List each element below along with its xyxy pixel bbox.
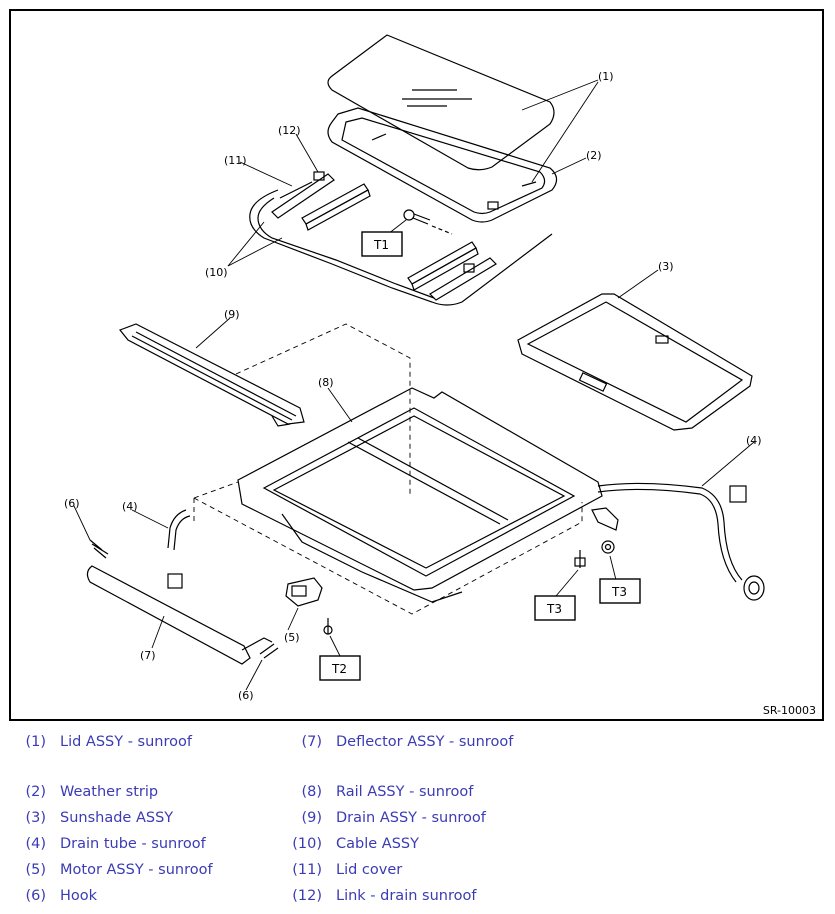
callout-5: (5) <box>284 631 300 644</box>
drain-tube-right <box>591 482 765 601</box>
sunroof-exploded-diagram: (1) (2) (3) (4) (4) (6) (6) (7) (8) (9) … <box>64 34 765 702</box>
legend-label: Link - drain sunroof <box>336 888 477 904</box>
legend-number: (9) <box>301 810 322 826</box>
legend-number: (5) <box>25 862 46 878</box>
sunshade-assy <box>517 293 753 431</box>
legend-number: (8) <box>301 784 322 800</box>
weather-strip <box>327 107 558 223</box>
callout-4-right: (4) <box>746 434 762 447</box>
bolt-t1 <box>403 209 431 225</box>
legend-number: (7) <box>301 734 322 750</box>
legend-label: Cable ASSY <box>336 836 419 852</box>
callout-2: (2) <box>586 149 602 162</box>
legend-label: Sunshade ASSY <box>60 810 174 826</box>
torque-box-t2 <box>319 655 361 681</box>
callout-10: (10) <box>205 266 228 279</box>
legend-label: Weather strip <box>60 784 159 800</box>
drain-assy <box>119 323 305 427</box>
torque-box-t1 <box>361 231 403 257</box>
bolt-t2 <box>323 618 333 635</box>
callout-12: (12) <box>278 124 301 137</box>
parts-legend: (1) Lid ASSY - sunroof (7) Deflector ASSY -… <box>0 728 835 914</box>
legend-item: (9) Drain ASSY - sunroof <box>292 810 485 826</box>
callout-9: (9) <box>224 308 240 321</box>
bolt-t3 <box>574 540 615 568</box>
cable-assy <box>249 181 553 306</box>
legend-number: (12) <box>292 888 322 904</box>
legend-number: (11) <box>292 862 322 878</box>
callout-1: (1) <box>598 70 614 83</box>
torque-box-t3-right <box>599 578 641 604</box>
projection-lines <box>193 323 583 615</box>
torque-box-t3-left <box>534 595 576 621</box>
legend-item: (11) Lid cover <box>292 862 402 878</box>
callout-7: (7) <box>140 649 156 662</box>
lid-assy-glass <box>327 34 555 171</box>
callout-6-left: (6) <box>64 497 80 510</box>
legend-item: (3) Sunshade ASSY <box>22 810 173 826</box>
deflector-assy <box>86 565 273 665</box>
legend-number: (4) <box>25 836 46 852</box>
legend-item: (10) Cable ASSY <box>292 836 419 852</box>
legend-item: (1) Lid ASSY - sunroof <box>22 734 192 750</box>
callout-3: (3) <box>658 260 674 273</box>
torque-label-t3-left: T3 <box>546 602 562 616</box>
lid-cover <box>301 183 479 291</box>
rail-assy <box>237 387 603 603</box>
legend-item: (12) Link - drain sunroof <box>292 888 476 904</box>
legend-label: Motor ASSY - sunroof <box>60 862 213 878</box>
legend-item: (7) Deflector ASSY - sunroof <box>292 734 513 750</box>
legend-number: (1) <box>25 734 46 750</box>
legend-label: Rail ASSY - sunroof <box>336 784 474 800</box>
drain-tube-left <box>167 509 191 589</box>
torque-label-t1: T1 <box>373 238 389 252</box>
torque-label-t3-right: T3 <box>611 585 627 599</box>
legend-label: Drain ASSY - sunroof <box>336 810 486 826</box>
legend-label: Lid ASSY - sunroof <box>60 734 192 750</box>
legend-item: (6) Hook <box>22 888 97 904</box>
exploded-diagram-frame: (1) (2) (3) (4) (4) (6) (6) (7) (8) (9) … <box>9 9 824 721</box>
legend-item: (5) Motor ASSY - sunroof <box>22 862 212 878</box>
callout-8: (8) <box>318 376 334 389</box>
legend-item: (4) Drain tube - sunroof <box>22 836 205 852</box>
legend-label: Deflector ASSY - sunroof <box>336 734 514 750</box>
legend-item: (2) Weather strip <box>22 784 158 800</box>
leader-lines <box>73 79 755 691</box>
motor-assy <box>285 577 323 607</box>
legend-label: Hook <box>60 888 98 904</box>
torque-label-t2: T2 <box>331 662 347 676</box>
legend-label: Lid cover <box>336 862 403 878</box>
legend-number: (2) <box>25 784 46 800</box>
legend-number: (3) <box>25 810 46 826</box>
legend-label: Drain tube - sunroof <box>60 836 206 852</box>
callout-4-left: (4) <box>122 500 138 513</box>
reference-code: SR-10003 <box>762 704 816 717</box>
legend-number: (10) <box>292 836 322 852</box>
legend-item: (8) Rail ASSY - sunroof <box>292 784 473 800</box>
hook <box>89 539 279 659</box>
legend-number: (6) <box>25 888 46 904</box>
callout-11: (11) <box>224 154 247 167</box>
callout-6-right: (6) <box>238 689 254 702</box>
